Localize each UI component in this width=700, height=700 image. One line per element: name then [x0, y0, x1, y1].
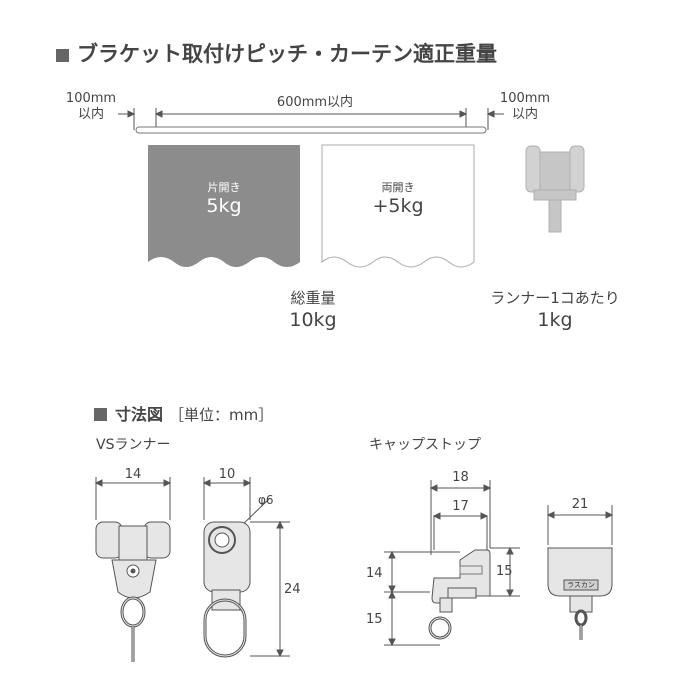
vs-runner-side-view — [202, 477, 290, 658]
vs-runner-front-view — [94, 477, 172, 662]
pitch-dimension-lines — [118, 108, 504, 130]
vs-depth-dimension: 10 — [218, 467, 236, 482]
curtain-single-panel — [148, 145, 300, 267]
cap-stop-label: キャップストップ — [369, 437, 481, 453]
runner-icon — [525, 145, 585, 233]
total-weight-value: 10kg — [289, 309, 337, 331]
left-margin-value: 100mm — [65, 91, 117, 106]
vs-width-dimension: 14 — [124, 467, 142, 482]
left-margin-limit: 以内 — [77, 107, 104, 122]
right-margin-label: 100mm 以内 — [488, 91, 562, 123]
section-marker — [94, 408, 107, 421]
vs-diameter-dimension: φ6 — [258, 493, 274, 507]
section-marker — [56, 49, 69, 62]
cap-right-dimension: 15 — [496, 564, 513, 579]
vs-height-dimension: 24 — [284, 582, 301, 597]
curtain-double-panel — [321, 144, 475, 268]
curtain-single-label: 片開き — [207, 181, 241, 194]
runner-load-label: ランナー1コあたり — [490, 289, 620, 307]
cap-logo-plate — [563, 579, 599, 591]
curtain-rail — [135, 126, 487, 134]
cap-outer-dimension: 18 — [452, 470, 469, 485]
left-margin-label: 100mm 以内 — [54, 91, 128, 123]
section-title-dimensions: 寸法図 ［単位：mm］ — [94, 401, 273, 425]
cap-stop-front-view — [546, 505, 614, 640]
unit-note: ［単位：mm］ — [169, 406, 274, 424]
cap-left-lower-dimension: 15 — [366, 612, 383, 627]
curtain-single-weight: 5kg — [206, 195, 242, 217]
runner-load-value: 1kg — [537, 309, 573, 331]
section-title-text: 寸法図 — [115, 405, 164, 424]
cap-stop-side-view — [384, 480, 520, 647]
cap-logo-text: ラスカン — [567, 581, 595, 589]
cap-left-upper-dimension: 14 — [366, 566, 383, 581]
total-weight-label: 総重量 — [290, 289, 336, 307]
section-title-text: ブラケット取付けピッチ・カーテン適正重量 — [77, 42, 497, 66]
right-margin-value: 100mm — [499, 91, 551, 106]
curtain-double-label: 両開き — [381, 181, 415, 194]
right-margin-limit: 以内 — [511, 107, 538, 122]
curtain-double-weight: +5kg — [372, 195, 424, 217]
cap-inner-dimension: 17 — [452, 499, 469, 514]
vs-runner-label: VSランナー — [96, 437, 171, 453]
middle-pitch-label: 600mm以内 — [276, 95, 354, 110]
cap-front-width-dimension: 21 — [571, 497, 589, 512]
section-title-bracket-pitch: ブラケット取付けピッチ・カーテン適正重量 — [56, 38, 497, 68]
